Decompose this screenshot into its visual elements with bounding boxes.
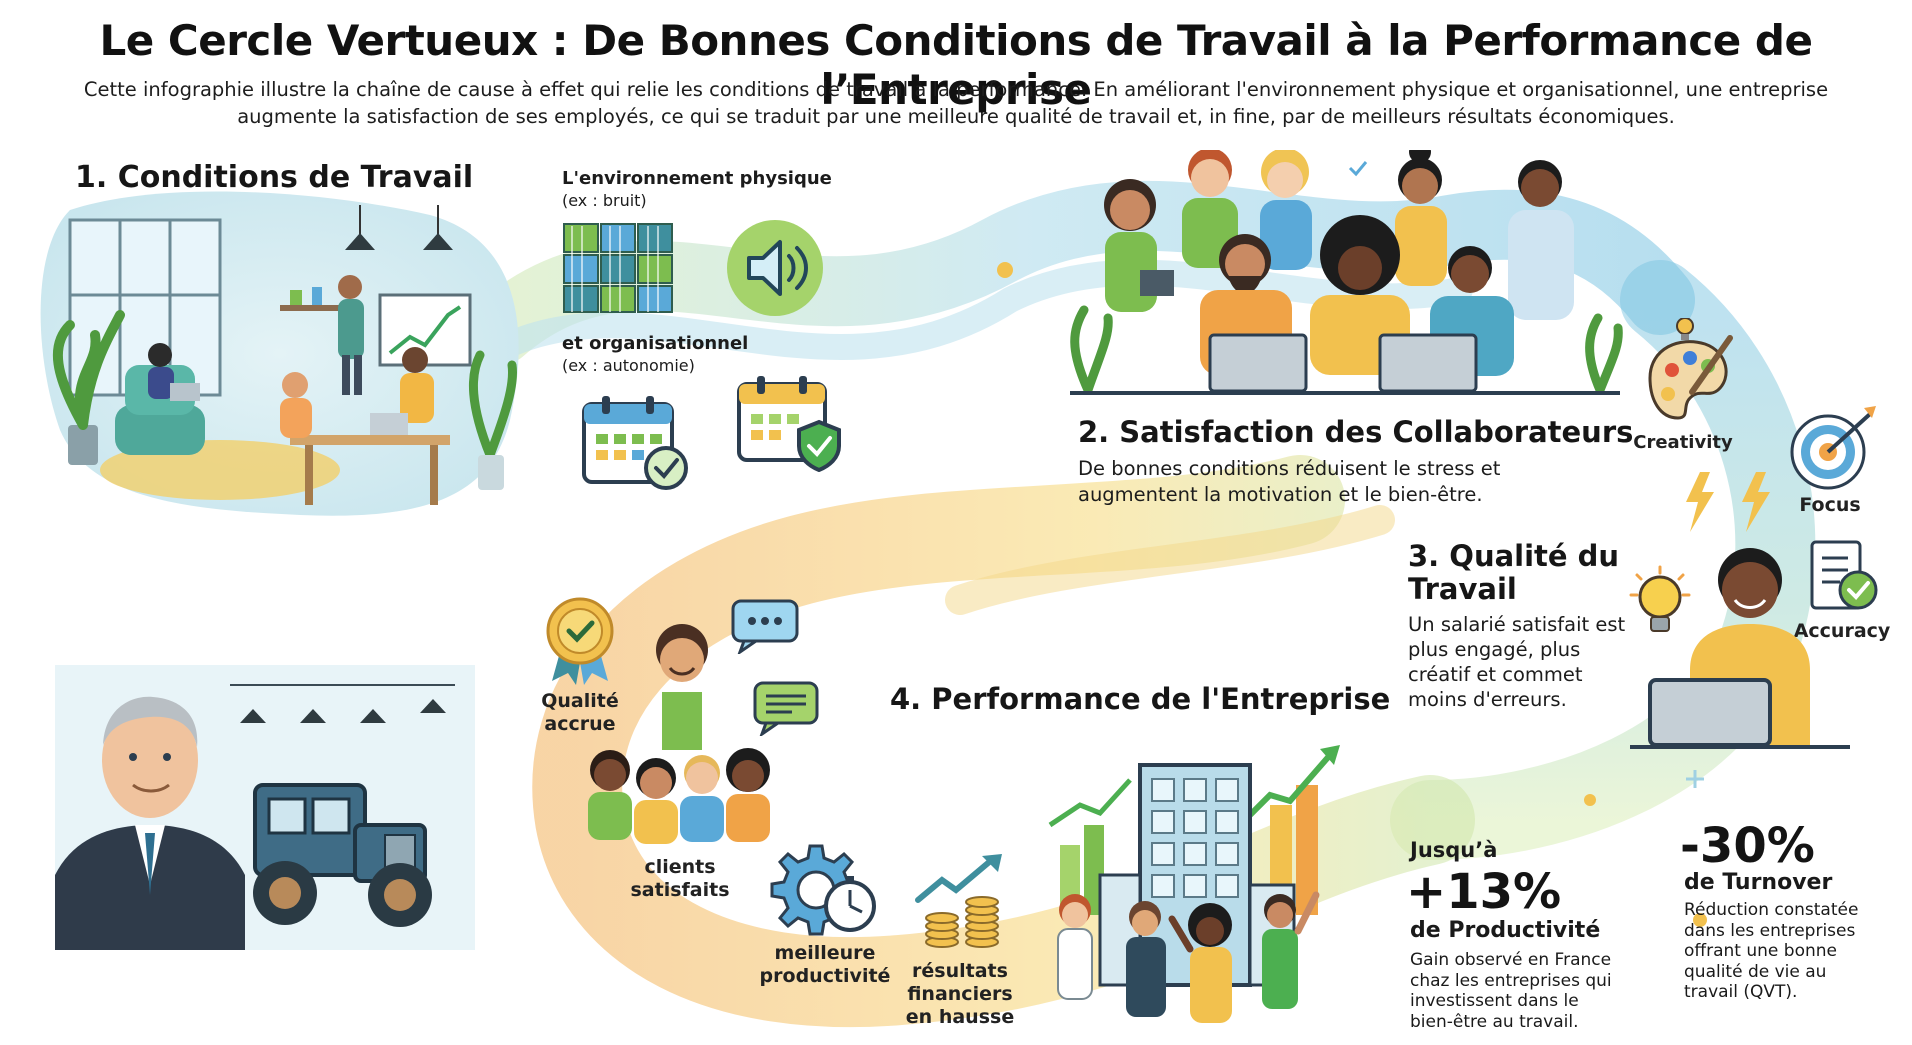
stat-productivity-text: Gain observé en France chaz les entrepri… — [1410, 950, 1612, 1032]
stat-productivity-label: de Productivité — [1410, 918, 1601, 943]
speaker-icon — [727, 220, 823, 316]
step4-title: 4. Performance de l'Entreprise — [890, 682, 1391, 716]
team-illustration — [1070, 150, 1623, 395]
financial-results-label: résultats financiers en hausse — [905, 960, 1015, 1028]
coins-growth-icon — [915, 854, 1002, 948]
calendar-check-icon — [582, 396, 688, 490]
stat-productivity-value: +13% — [1406, 864, 1562, 920]
acoustic-panels-icon — [563, 223, 673, 313]
creativity-label: Creativity — [1633, 432, 1733, 453]
page-title: Le Cercle Vertueux : De Bonnes Condition… — [99, 16, 1813, 114]
lightbulb-icon — [1629, 565, 1691, 632]
quality-medal-icon — [546, 597, 614, 685]
accuracy-label: Accuracy — [1793, 620, 1891, 642]
target-icon — [1790, 406, 1876, 490]
stat-turnover-text: Réduction constatée dans les entreprises… — [1684, 900, 1859, 1002]
step3-text: Un salarié satisfait est plus engagé, pl… — [1408, 613, 1626, 711]
clients-label: clients satisfaits — [630, 856, 730, 901]
focus-label: Focus — [1799, 494, 1861, 516]
palette-icon — [1648, 318, 1733, 420]
lightning-icon — [1686, 472, 1770, 532]
quality-label: Qualité accrue — [541, 690, 619, 735]
stat-turnover-label: de Turnover — [1684, 870, 1833, 895]
calendar-shield-icon — [737, 376, 841, 472]
worker-laptop-illustration — [1630, 548, 1850, 749]
step1-title: 1. Conditions de Travail — [75, 160, 474, 195]
physical-environment-label: L'environnement physique — [562, 168, 832, 189]
step2-text: De bonnes conditions réduisent le stress… — [1078, 457, 1501, 506]
founder-car-illustration — [55, 665, 475, 950]
chat-lines-icon — [753, 681, 819, 736]
organisational-environment-example: (ex : autonomie) — [562, 356, 695, 375]
gear-stopwatch-icon — [770, 844, 876, 936]
office-illustration — [53, 205, 518, 505]
clients-illustration — [588, 624, 770, 844]
productivity-label: meilleure productivité — [759, 942, 891, 987]
step3-title: 3. Qualité du Travail — [1408, 539, 1620, 606]
checklist-icon — [1810, 540, 1878, 610]
step2-title: 2. Satisfaction des Collaborateurs — [1078, 415, 1634, 449]
company-growth-illustration — [1048, 745, 1340, 1023]
stat-productivity-prefix: Jusqu’à — [1410, 838, 1498, 862]
chat-bubble-icon — [731, 599, 799, 654]
physical-environment-example: (ex : bruit) — [562, 191, 647, 210]
stat-turnover-value: -30% — [1680, 818, 1815, 874]
organisational-environment-label: et organisationnel — [562, 333, 749, 354]
page-intro: Cette infographie illustre la chaîne de … — [83, 78, 1829, 128]
